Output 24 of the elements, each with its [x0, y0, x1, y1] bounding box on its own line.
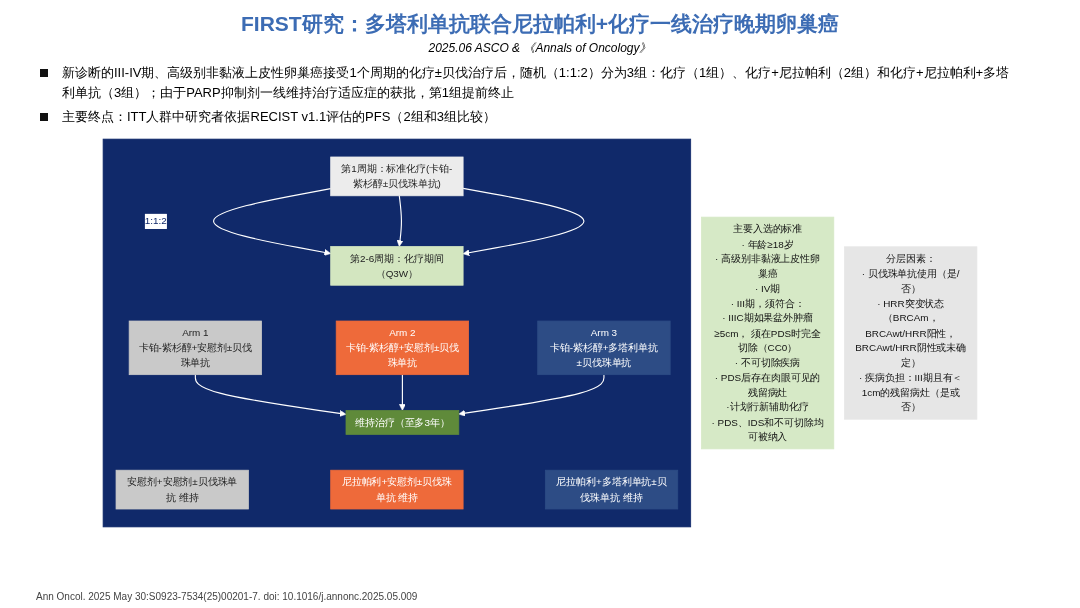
node-box: 安慰剂+安慰剂±贝伐珠单抗 维持 — [115, 469, 249, 510]
cluster — [102, 138, 692, 528]
subtitle: 2025.06 ASCO & 《Annals of Oncology》 — [427, 40, 653, 57]
arrow — [399, 374, 406, 411]
node-box: 分层因素： · 贝伐珠单抗使用（是/否） · HRR突变状态（BRCAm，BRCAwt/HRR阳性，BRCAwt/HRR阴性或未确定） · 疾病负担：III期且有＜1cm的残留病灶（是或否） — [844, 246, 978, 420]
title: FIRST研究：多塔利单抗联合尼拉帕利+化疗一线治疗晚期卵巢癌 — [240, 11, 840, 37]
arrow — [458, 374, 605, 417]
node-box: 第1周期：标准化疗(卡铂-紫杉醇±贝伐珠单抗) — [330, 156, 464, 197]
node-box: Arm 2 卡铂-紫杉醇+安慰剂±贝伐珠单抗 — [335, 320, 469, 376]
bullet-text: 新诊断的III-IV期、高级别非黏液上皮性卵巢癌接受1个周期的化疗±贝伐治疗后，随机（1:1:2）分为3组：化疗（1组）、化疗+尼拉帕利（2组）和化疗+尼拉帕利+多塔利单抗（3组）；由于PARP抑制剂一线维持治疗适应症的获批，第1组提前终止 — [62, 64, 1011, 102]
node-box: Arm 3 卡铂-紫杉醇+多塔利单抗±贝伐珠单抗 — [537, 320, 671, 376]
edge-label: 1:1:2 — [144, 215, 167, 227]
arrow — [194, 374, 347, 417]
arrow — [396, 195, 404, 247]
node-box: 第2-6周期：化疗期间（Q3W） — [330, 246, 464, 286]
node-box: 主要入选的标准 · 年龄≥18岁 · 高级别非黏液上皮性卵巢癌 · IV期 · III期，须符合： · IIIC期如果盆外肿瘤≥5cm， 须在PDS时完全切除（CC0） · 不可切除疾病 · PDS后存在肉眼可见的残留病灶 ·计划行新辅助化疗 · PDS、IDS和不可切除均可被纳入 — [701, 216, 835, 450]
node-box: 尼拉帕利+多塔利单抗±贝伐珠单抗 维持 — [544, 469, 679, 510]
arrow — [462, 187, 585, 257]
node-box: 尼拉帕利+安慰剂±贝伐珠单抗 维持 — [330, 469, 464, 510]
bullet-text: 主要终点：ITT人群中研究者依据RECIST v1.1评估的PFS（2组和3组比较） — [62, 108, 496, 126]
arrow — [213, 188, 332, 256]
node-box: Arm 1 卡铂-紫杉醇+安慰剂±贝伐珠单抗 — [128, 320, 262, 376]
citation: Ann Oncol. 2025 May 30:S0923-7534(25)00201-7. doi: 10.1016/j.annonc.2025.05.009 — [36, 591, 418, 602]
node-box: 维持治疗（至多3年） — [345, 410, 460, 435]
